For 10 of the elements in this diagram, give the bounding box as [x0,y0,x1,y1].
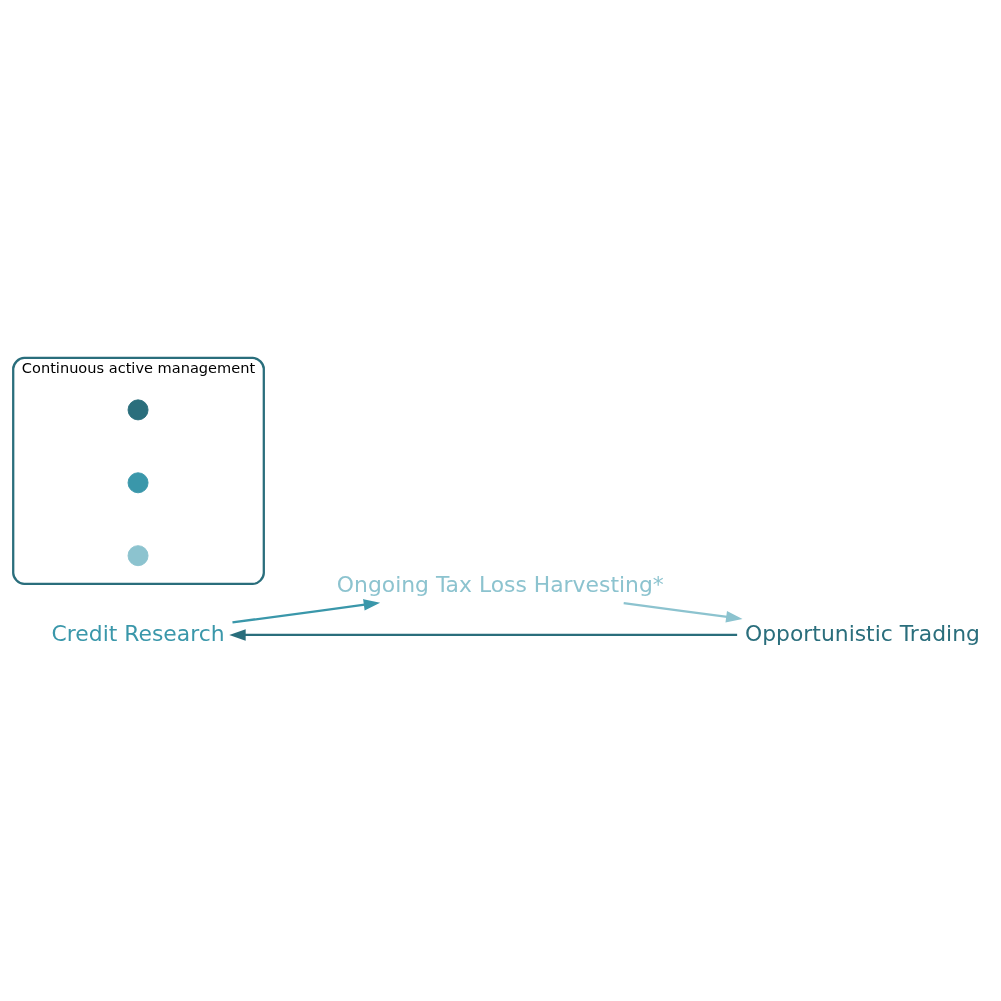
node-text: Opportunistic Trading [745,620,980,646]
arrow [229,628,738,641]
node-text: Credit Research [51,620,225,646]
node-circle [127,471,149,493]
arrow [623,601,743,622]
cluster: Continuous active management [12,356,265,585]
node-circle [127,398,149,420]
node-text: Ongoing Tax Loss Harvesting* [336,571,664,597]
node-circle [127,544,149,566]
arrow [232,598,381,624]
